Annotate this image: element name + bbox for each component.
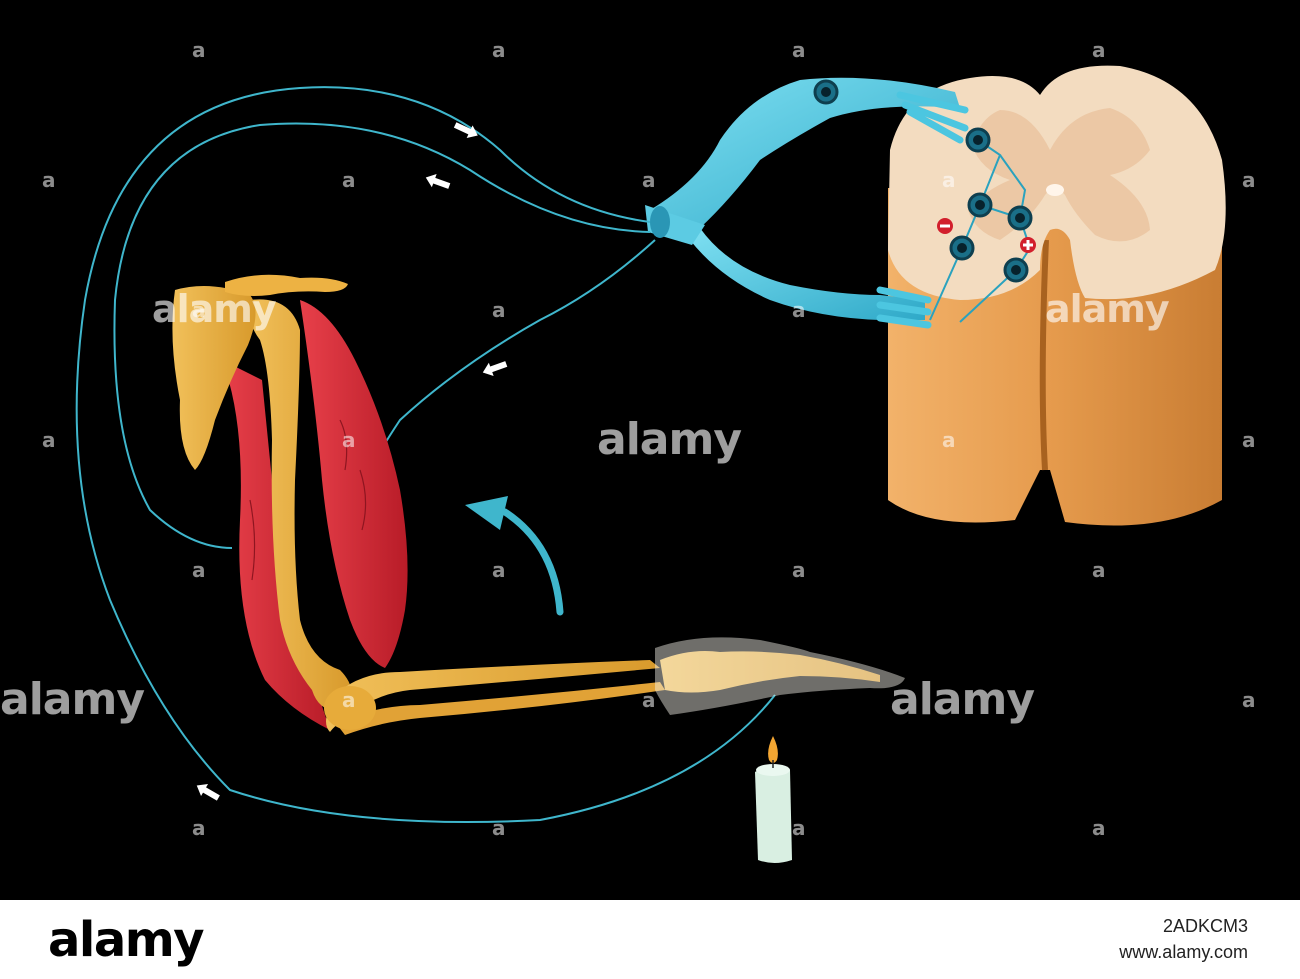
watermark-word: alamy <box>890 674 1035 725</box>
motor-fibre-inner <box>113 122 651 549</box>
nerve-fibres <box>75 86 776 823</box>
candle <box>755 736 792 863</box>
watermark-mark: a <box>1092 38 1106 62</box>
clavicle-bone <box>225 274 348 296</box>
watermark-mark: a <box>792 816 806 840</box>
neuron <box>1007 205 1033 231</box>
biceps-muscle <box>300 300 408 668</box>
candle-top <box>756 764 790 776</box>
arm <box>172 274 905 735</box>
dorsal-root <box>650 77 960 228</box>
direction-arrow-icon <box>453 122 478 139</box>
hand-bones <box>660 651 880 693</box>
watermark-mark: a <box>192 816 206 840</box>
motor-fibre-biceps <box>369 239 656 471</box>
direction-arrow-icon <box>482 361 508 376</box>
watermark-mark: a <box>342 428 356 452</box>
movement-arrow-icon <box>465 496 564 616</box>
scapula-bone <box>172 286 256 470</box>
watermark-word: alamy <box>152 287 277 331</box>
stock-footer: alamy 2ADKCM3 www.alamy.com <box>0 900 1300 979</box>
humerus-bone <box>248 299 352 711</box>
neuron <box>1003 257 1029 283</box>
rootlets-ventral <box>876 286 932 329</box>
watermark-mark: a <box>642 168 656 192</box>
watermark-mark: a <box>492 38 506 62</box>
candle-body <box>755 766 792 863</box>
neuron <box>967 192 993 218</box>
radius-ulna-lower <box>335 682 665 735</box>
direction-arrows <box>196 122 508 801</box>
rootlets-dorsal <box>896 91 969 144</box>
hand-outline <box>655 637 905 715</box>
watermark-mark: a <box>42 168 56 192</box>
watermark-mark: a <box>942 168 956 192</box>
watermark-mark: a <box>792 298 806 322</box>
radius-ulna-bones <box>326 660 660 732</box>
interneurons <box>929 127 1036 323</box>
watermark-mark: a <box>1242 428 1256 452</box>
nerve-cut-end <box>650 206 670 238</box>
central-canal <box>1046 184 1064 196</box>
watermark-mark: a <box>492 558 506 582</box>
direction-arrow-icon <box>425 174 451 189</box>
watermark-mark: a <box>42 428 56 452</box>
image-id: 2ADKCM3 <box>1162 916 1248 936</box>
alamy-logo[interactable]: alamy <box>48 912 205 968</box>
watermark-word: alamy <box>0 674 145 725</box>
watermark-word: alamy <box>1045 287 1170 331</box>
neuron <box>965 127 991 153</box>
candle-flame-icon <box>768 736 778 763</box>
watermark-mark: a <box>792 558 806 582</box>
inhibitory-minus-icon <box>937 218 953 234</box>
watermark-mark: a <box>492 298 506 322</box>
motor-fibre-outer <box>75 86 776 823</box>
watermark-mark: a <box>942 428 956 452</box>
watermark-mark: a <box>1092 558 1106 582</box>
muscle-veins <box>249 419 367 581</box>
watermark-mark: a <box>1242 688 1256 712</box>
watermark-mark: a <box>642 688 656 712</box>
spinal-nerve-roots <box>645 77 969 329</box>
ganglion-cell-body <box>813 79 839 105</box>
watermark-word: alamy <box>597 414 742 465</box>
reflex-arc-diagram <box>75 65 1226 863</box>
ventral-root <box>690 228 925 320</box>
watermark-mark: a <box>1092 816 1106 840</box>
elbow-joint <box>324 686 376 730</box>
excitatory-plus-icon <box>1020 237 1036 253</box>
watermark-mark: a <box>192 298 206 322</box>
neuron <box>949 235 975 261</box>
watermark-mark: a <box>342 168 356 192</box>
watermark-mark: a <box>342 688 356 712</box>
watermark-mark: a <box>1242 168 1256 192</box>
spinal-cord-dorsal-fissure <box>1039 239 1049 471</box>
watermark-mark: a <box>492 816 506 840</box>
site-url[interactable]: www.alamy.com <box>1119 942 1248 962</box>
watermark-mark: a <box>792 38 806 62</box>
watermark-mark: a <box>192 38 206 62</box>
watermark-mark: a <box>192 558 206 582</box>
direction-arrow-icon <box>196 783 220 801</box>
